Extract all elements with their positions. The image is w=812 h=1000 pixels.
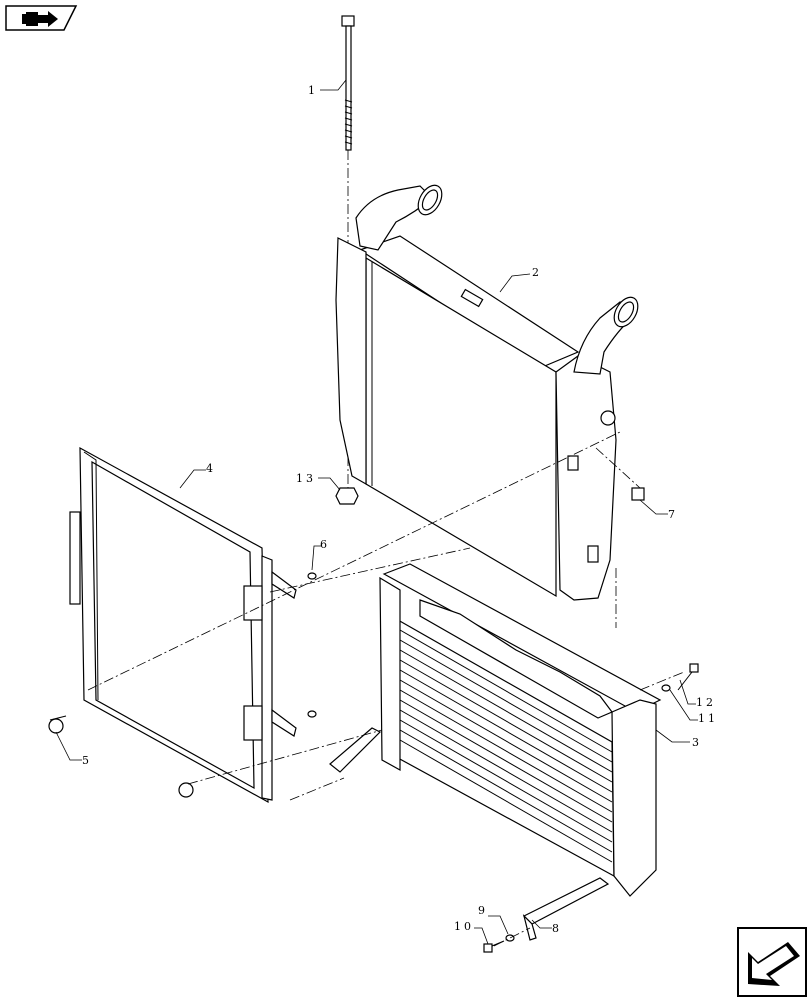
next-page-button[interactable] xyxy=(737,927,807,997)
part-5-clip-lower xyxy=(178,782,194,798)
assembly-lines xyxy=(87,431,685,947)
part-13-nut xyxy=(335,487,359,505)
prev-page-button[interactable] xyxy=(5,5,78,31)
callout-13: 13 xyxy=(296,472,316,485)
part-12-bolt xyxy=(677,663,699,691)
callout-3: 3 xyxy=(692,736,702,749)
part-1-long-bolt xyxy=(341,15,355,151)
callout-1: 1 xyxy=(308,84,318,97)
part-8-bracket xyxy=(522,877,610,941)
part-9-washer xyxy=(505,934,515,942)
callout-5: 5 xyxy=(82,754,92,767)
part-7-clip-nut xyxy=(631,487,645,501)
part-11-washer xyxy=(661,684,671,692)
support-strut xyxy=(329,727,382,773)
leader-lines xyxy=(55,79,698,945)
next-page-arrow-icon xyxy=(748,942,800,986)
part-5-clip xyxy=(48,715,67,734)
callout-9: 9 xyxy=(478,904,488,917)
book-arrow-icon xyxy=(22,11,58,27)
callout-4: 4 xyxy=(206,462,216,475)
part-3-radiator xyxy=(379,563,662,897)
part-2-intercooler xyxy=(335,184,639,601)
callout-12: 12 xyxy=(696,696,716,709)
callout-7: 7 xyxy=(668,508,678,521)
callout-10: 10 xyxy=(454,920,474,933)
callout-2: 2 xyxy=(532,266,542,279)
callout-8: 8 xyxy=(552,922,562,935)
part-4-condenser xyxy=(69,446,297,804)
callout-labels: 1 2 3 4 5 6 7 8 9 10 11 12 13 xyxy=(82,84,718,935)
part-6-washer xyxy=(307,572,317,718)
callout-11: 11 xyxy=(698,712,718,725)
callout-6: 6 xyxy=(320,538,330,551)
